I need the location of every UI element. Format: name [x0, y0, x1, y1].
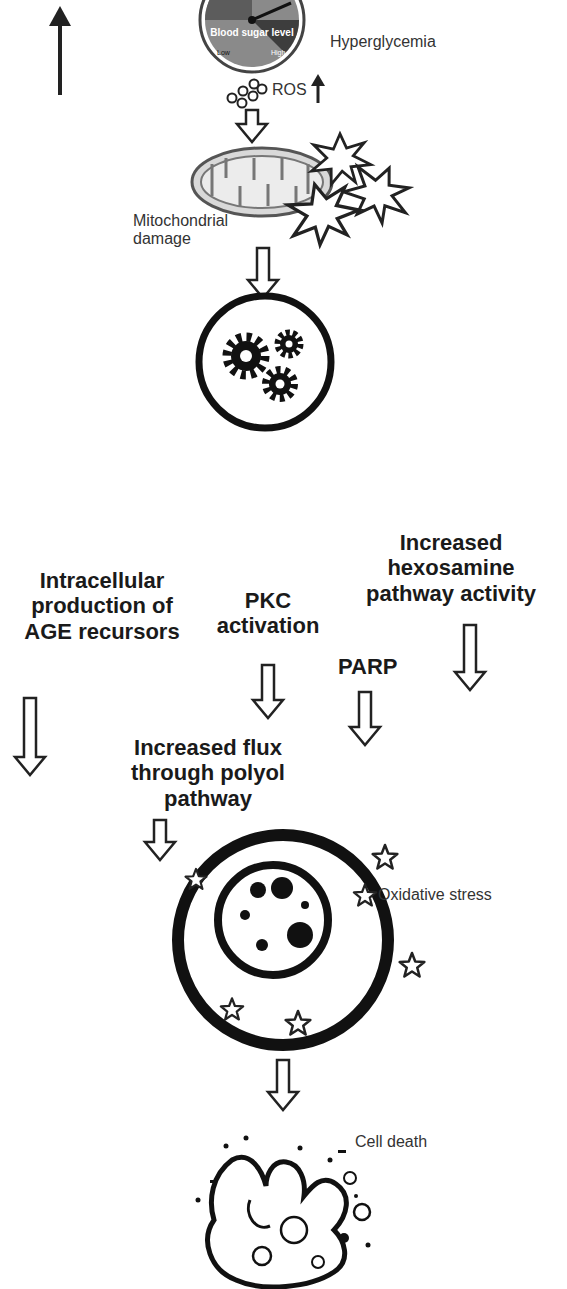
cell [178, 835, 388, 1045]
pathway-label: Intracellular production of AGE recursor… [22, 568, 182, 644]
ros-label: ROS [272, 81, 307, 99]
pathway-label: PKC activation [212, 588, 324, 639]
ros-particles [228, 80, 267, 108]
increase-arrow [49, 6, 71, 95]
pathway-label: PARP [338, 654, 398, 679]
gauge-text: Blood sugar level [197, 27, 307, 38]
gauge-text: High [271, 49, 285, 56]
stress-stars [185, 845, 424, 1035]
gauge-text: Low [217, 49, 230, 56]
flow-arrows [15, 110, 485, 1110]
outcome-label: Cell death [355, 1133, 427, 1151]
stress-label: Oxidative stress [378, 886, 492, 904]
damage-burst [282, 134, 420, 251]
dying-cell [196, 1136, 371, 1287]
pathway-label: Increased flux through polyol pathway [108, 735, 308, 811]
damage-label: Mitochondrial damage [133, 212, 263, 249]
blood-sugar-gauge: Blood sugar levelLow High [197, 0, 307, 75]
increase-arrow-small [311, 74, 325, 103]
pathway-label: Increased hexosamine pathway activity [352, 530, 550, 606]
state-label: Hyperglycemia [330, 33, 436, 51]
gears-circle [199, 296, 331, 428]
